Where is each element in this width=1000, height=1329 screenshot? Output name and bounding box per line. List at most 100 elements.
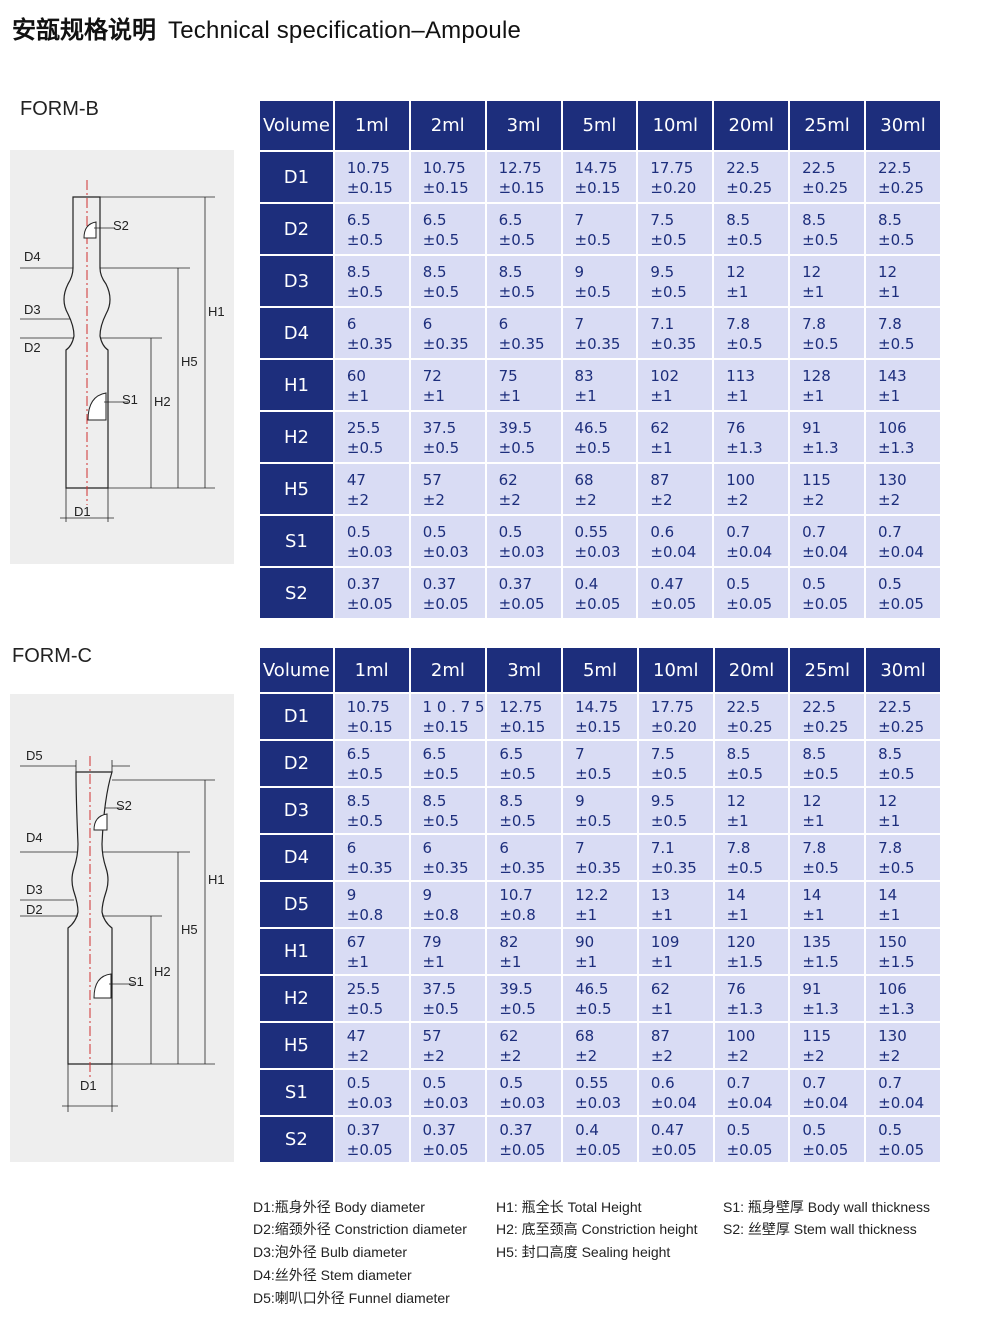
legend-item: H2: 底至颈高 Constriction height	[496, 1221, 698, 1237]
cell-value: 9.5	[650, 792, 675, 810]
cell-value: 87	[650, 470, 670, 489]
table-cell: 7.8±0.5	[714, 308, 789, 358]
cell-tolerance: ±0.5	[878, 765, 915, 783]
table-cell: 37.5±0.5	[410, 412, 485, 462]
cell-tolerance: ±0.25	[878, 718, 925, 736]
cell-value: 46.5	[575, 980, 609, 998]
cell-value: 57	[422, 470, 442, 489]
legend-item: D3:泡外径 Bulb diameter	[253, 1244, 408, 1260]
cell-value: 0.7	[802, 522, 826, 541]
form-c-label-d4: D4	[26, 830, 43, 845]
table-cell: 0.5±0.03	[486, 516, 561, 566]
table-cell: 14.75±0.15	[563, 694, 637, 739]
cell-value: 100	[726, 470, 755, 489]
cell-tolerance: ±0.05	[726, 1141, 773, 1159]
form-b-label: FORM-B	[20, 98, 99, 120]
cell-value: 8.5	[499, 792, 524, 810]
row-header: S2	[260, 1117, 333, 1162]
cell-value: 46.5	[574, 418, 608, 437]
cell-tolerance: ±1.3	[878, 1000, 915, 1018]
cell-value: 120	[726, 933, 756, 951]
table-cell: 7.8±0.5	[866, 308, 940, 358]
cell-tolerance: ±2	[574, 490, 597, 509]
cell-value: 8.5	[802, 745, 827, 763]
cell-tolerance: ±2	[878, 490, 901, 509]
cell-tolerance: ±0.05	[878, 1141, 925, 1159]
table-cell: 0.7±0.04	[714, 516, 789, 566]
cell-tolerance: ±0.05	[346, 594, 393, 613]
cell-tolerance: ±0.25	[802, 178, 849, 197]
cell-tolerance: ±0.05	[878, 594, 924, 613]
cell-value: 0.37	[422, 1121, 456, 1139]
column-header: 3ml	[487, 648, 562, 692]
cell-value: 9.5	[650, 262, 675, 281]
table-cell: 10.75±0.15	[334, 152, 409, 202]
cell-value: 13	[650, 886, 670, 904]
table-cell: 6.5±0.5	[334, 741, 409, 786]
table-cell: 0.5±0.05	[714, 568, 789, 618]
cell-tolerance: ±0.35	[422, 334, 469, 353]
cell-value: 17.75	[650, 158, 694, 177]
cell-tolerance: ±1	[726, 906, 749, 924]
cell-tolerance: ±0.03	[498, 542, 545, 561]
cell-tolerance: ±2	[346, 490, 369, 509]
cell-value: 8.5	[346, 262, 371, 281]
cell-tolerance: ±2	[499, 1047, 522, 1065]
cell-value: 0.7	[878, 1074, 902, 1092]
cell-value: 0.5	[498, 522, 523, 541]
table-cell: 106±1.3	[866, 412, 940, 462]
cell-tolerance: ±0.05	[422, 1141, 469, 1159]
cell-tolerance: ±0.04	[650, 1094, 697, 1112]
cell-tolerance: ±1	[650, 1000, 673, 1018]
cell-value: 72	[422, 366, 442, 385]
column-header: 20ml	[714, 648, 789, 692]
cell-value: 130	[878, 1027, 907, 1045]
table-cell: 102±1	[638, 360, 713, 410]
column-header: 25ml	[790, 101, 864, 150]
cell-tolerance: ±0.35	[575, 859, 622, 877]
table-cell: 68±2	[562, 464, 637, 514]
cell-value: 83	[574, 366, 594, 385]
cell-tolerance: ±0.5	[498, 230, 536, 249]
table-cell: 0.5±0.03	[334, 516, 409, 566]
cell-tolerance: ±1	[650, 953, 673, 971]
table-cell: 72±1	[410, 360, 485, 410]
cell-tolerance: ±1	[575, 953, 598, 971]
cell-value: 62	[650, 418, 670, 437]
cell-tolerance: ±1	[650, 386, 673, 405]
row-header: S2	[260, 568, 333, 618]
cell-value: 8.5	[346, 792, 371, 810]
cell-value: 0.5	[422, 1074, 447, 1092]
table-cell: 130±2	[866, 464, 940, 514]
cell-value: 115	[802, 470, 831, 489]
cell-tolerance: ±0.5	[346, 812, 384, 830]
cell-value: 128	[802, 366, 831, 385]
cell-value: 109	[650, 933, 680, 951]
cell-value: 12	[726, 262, 746, 281]
cell-value: 0.4	[574, 574, 599, 593]
cell-value: 0.7	[726, 522, 751, 541]
cell-tolerance: ±0.5	[498, 282, 536, 301]
cell-value: 7.8	[878, 839, 902, 857]
cell-tolerance: ±0.5	[422, 282, 460, 301]
row-header: H5	[260, 464, 333, 514]
table-cell: 6.5±0.5	[410, 741, 486, 786]
cell-value: 115	[802, 1027, 832, 1045]
cell-value: 10.75	[346, 698, 390, 716]
cell-value: 0.7	[878, 522, 902, 541]
cell-value: 0.55	[574, 522, 608, 541]
table-cell: 47±2	[334, 1023, 409, 1068]
row-header: D2	[260, 741, 333, 786]
cell-value: 0.5	[499, 1074, 524, 1092]
cell-value: 0.47	[650, 574, 684, 593]
row-header: H5	[260, 1023, 333, 1068]
cell-value: 0.4	[575, 1121, 599, 1139]
column-header: 10ml	[638, 648, 713, 692]
cell-value: 47	[346, 1027, 366, 1045]
table-cell: 22.5±0.25	[790, 694, 865, 739]
